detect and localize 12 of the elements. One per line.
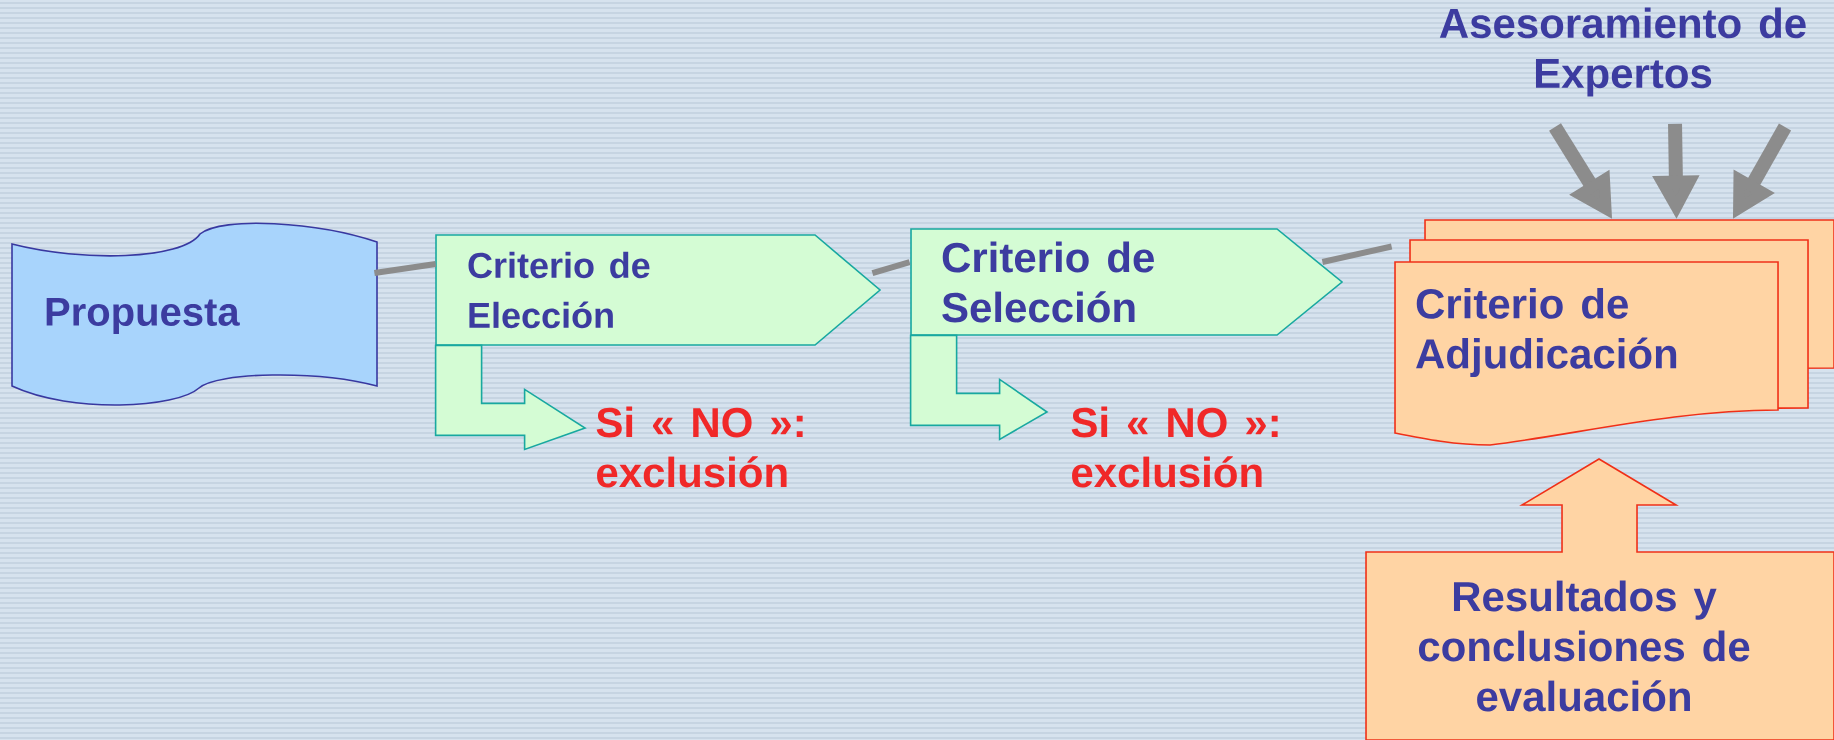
pentagon-box: Criterio de Elección	[435, 234, 882, 346]
pentagon-box: Criterio de Selección	[910, 228, 1344, 336]
block-arrow	[909, 334, 1049, 441]
callout-box: Resultados y conclusiones de evaluación	[1365, 458, 1834, 740]
exclusion-note: Si « NO »: exclusión	[596, 406, 803, 488]
connector-line	[373, 261, 437, 276]
connector-line	[1321, 243, 1393, 265]
connector-line	[871, 259, 911, 276]
block-arrow	[434, 344, 587, 451]
experts-label: Asesoramiento de Expertos	[1439, 7, 1806, 97]
exclusion-note: Si « NO »: exclusión	[1071, 406, 1278, 488]
document-stack: Criterio de Adjudicación	[1394, 219, 1834, 446]
